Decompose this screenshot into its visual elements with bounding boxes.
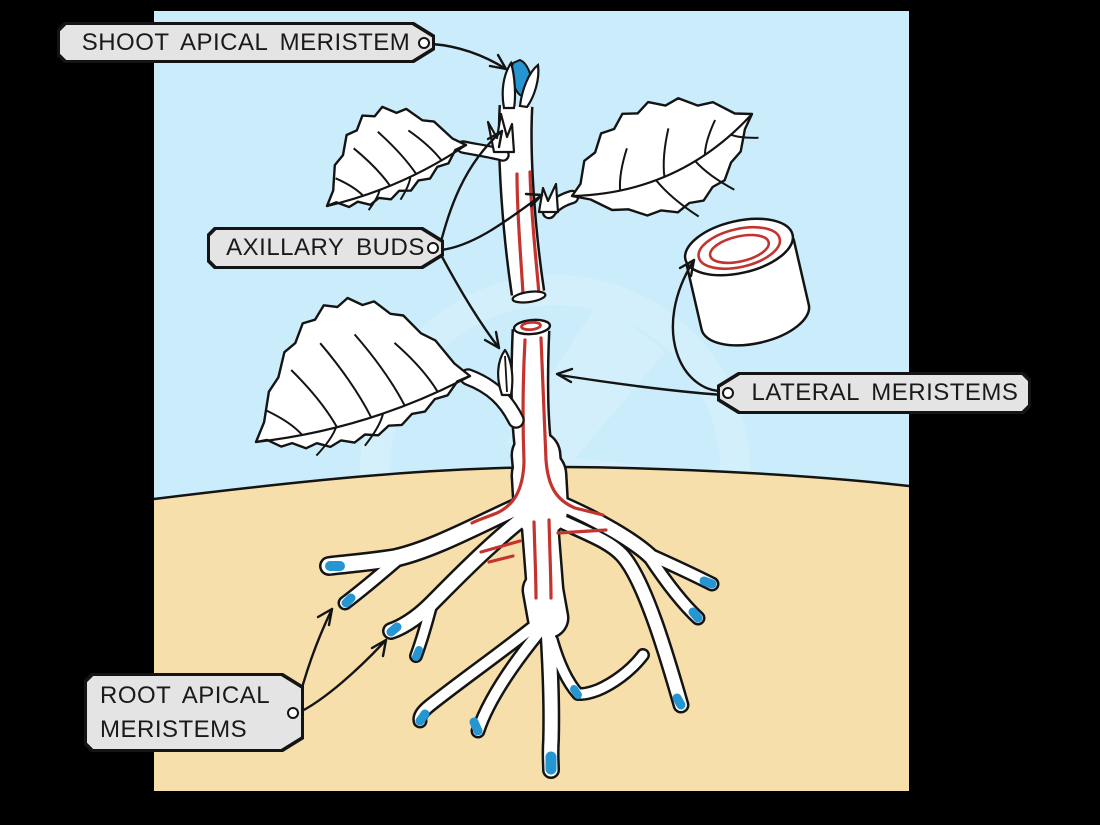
label-text-shoot-apical: SHOOT APICAL MERISTEM	[81, 28, 411, 56]
label-text-axillary-buds: AXILLARY BUDS	[226, 234, 425, 261]
label-line-2: MERISTEMS	[100, 715, 248, 743]
label-line-1: ROOT APICAL	[100, 681, 271, 709]
label-root-apical-meristems: ROOT APICAL MERISTEMS	[84, 673, 304, 752]
stem-cut-faces	[511, 290, 552, 336]
label-shoot-apical-meristem: SHOOT APICAL MERISTEM	[57, 22, 435, 63]
tag-hole-icon	[722, 387, 734, 399]
label-axillary-buds: AXILLARY BUDS	[207, 227, 444, 269]
root-tip-meristems	[325, 561, 717, 775]
leaves	[254, 97, 759, 457]
pointer-arrows	[295, 42, 726, 715]
tag-background	[210, 230, 442, 267]
tag-background	[87, 676, 302, 750]
label-text-lateral-meristems: LATERAL MERISTEMS	[751, 379, 1019, 406]
stem-cross-section	[683, 217, 811, 347]
tag-background	[60, 25, 433, 61]
tag-hole-icon	[287, 706, 299, 719]
tag-hole-icon	[418, 36, 430, 49]
vascular-tissue	[470, 170, 608, 600]
tag-background	[720, 375, 1029, 412]
shoot-apical-meristem	[501, 58, 540, 110]
tag-hole-icon	[427, 242, 439, 254]
label-text-root-apical: ROOT APICAL MERISTEMS	[84, 673, 304, 752]
label-lateral-meristems: LATERAL MERISTEMS	[717, 372, 1031, 414]
